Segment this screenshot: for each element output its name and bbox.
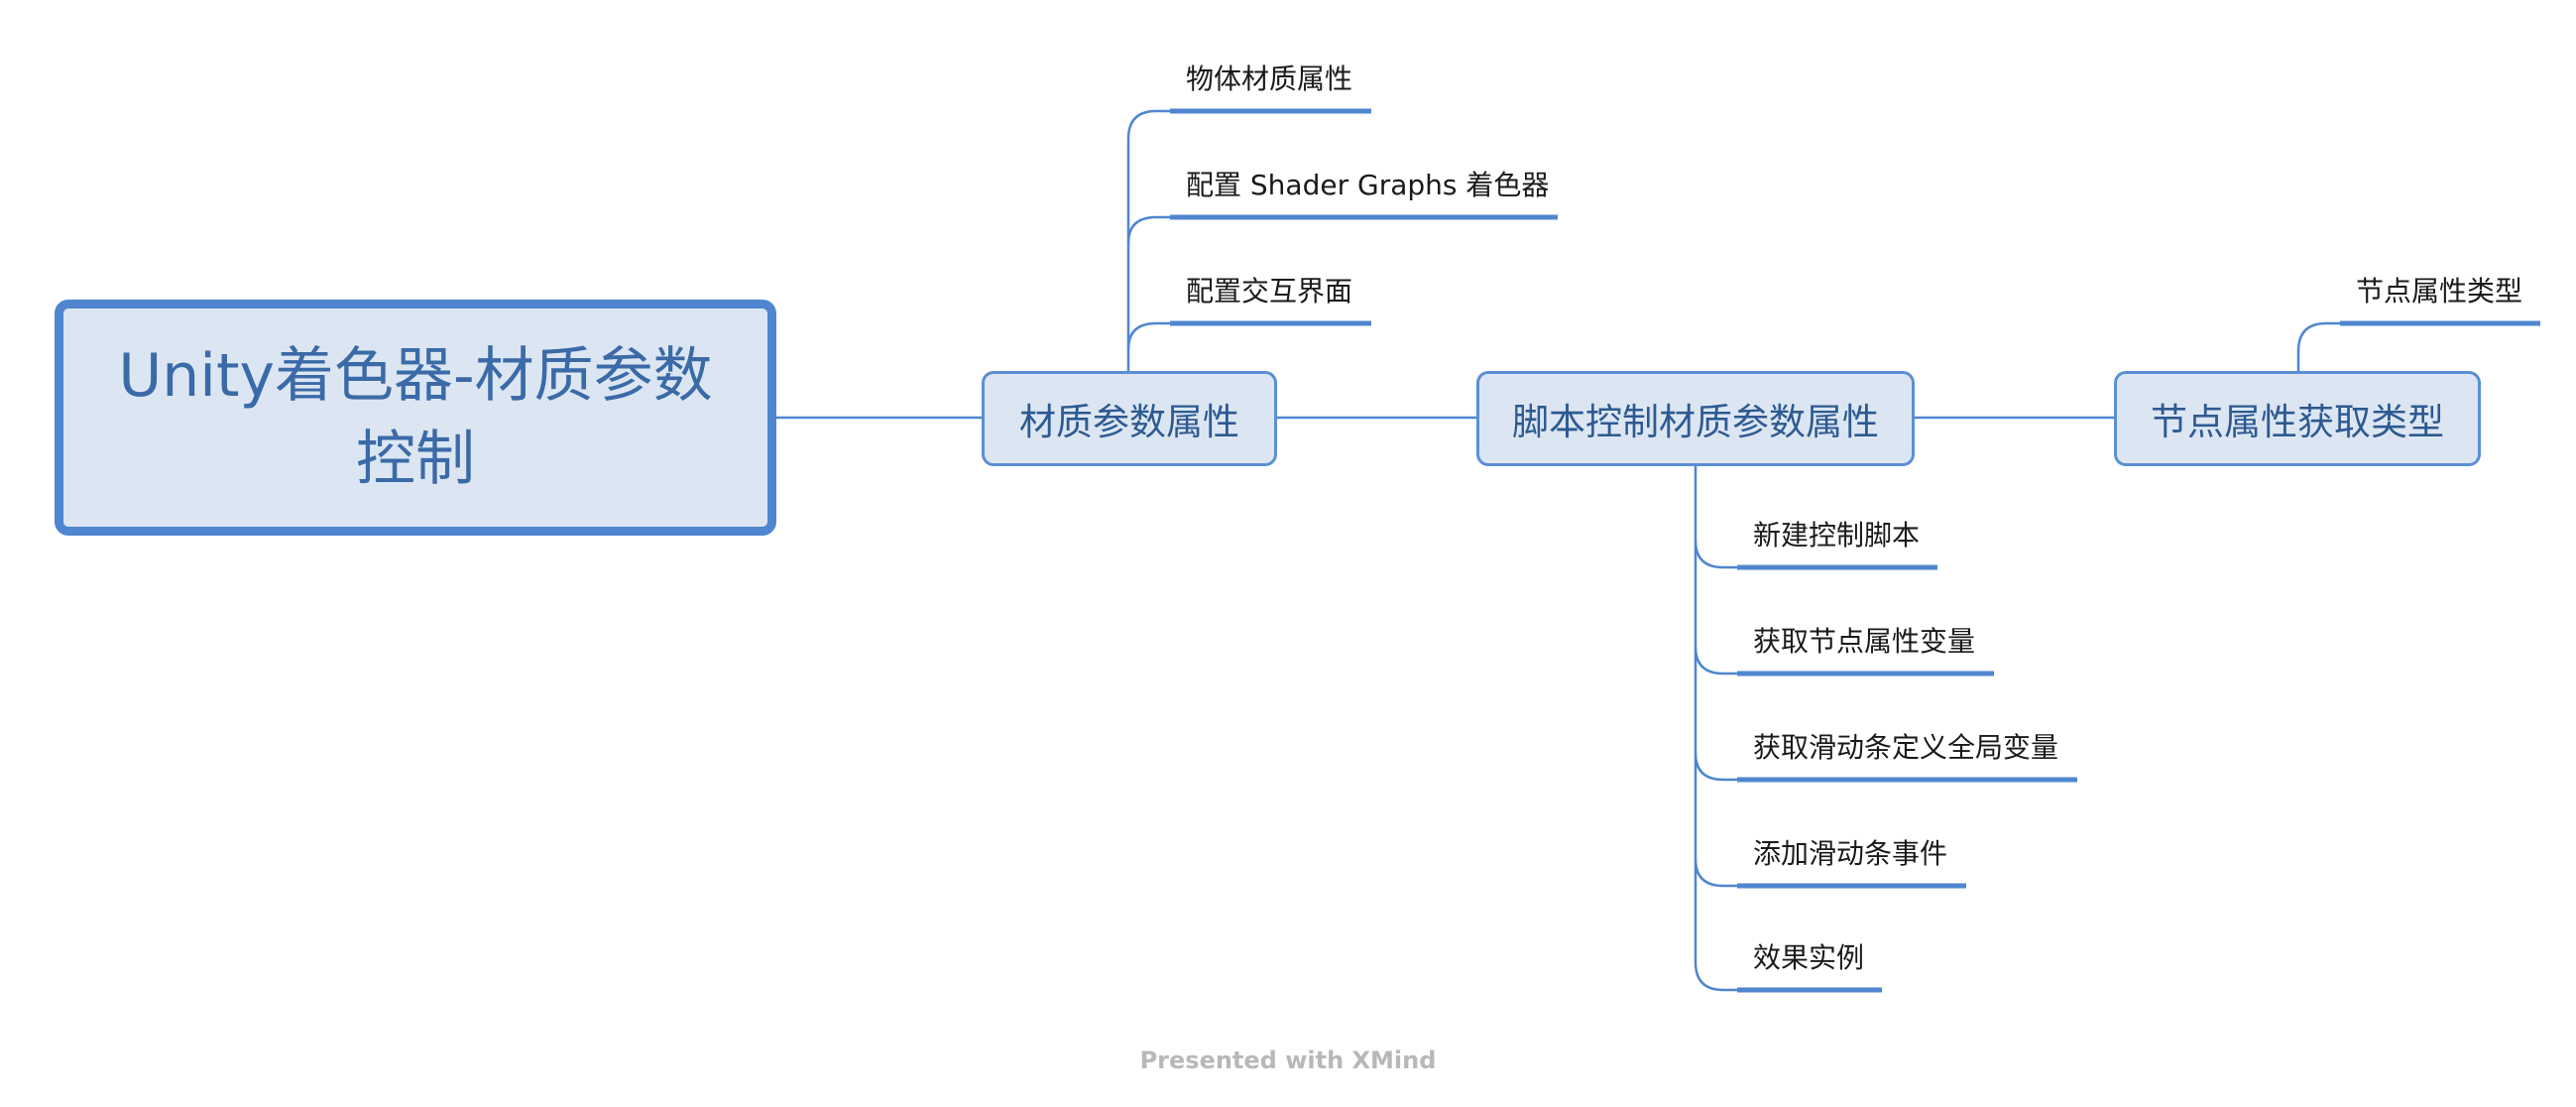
central-topic[interactable]: Unity着色器-材质参数控制 — [55, 300, 776, 536]
topic-script-control[interactable]: 脚本控制材质参数属性 — [1476, 371, 1915, 466]
topic-label: 脚本控制材质参数属性 — [1512, 401, 1879, 443]
connector-topic2-child-2 — [1694, 646, 1737, 676]
subtopic-effect-example[interactable]: 效果实例 — [1753, 941, 1865, 974]
topic-label: 材质参数属性 — [1019, 401, 1239, 443]
connector-topic1-child-2 — [1126, 215, 1170, 244]
subtopic-node-property-kind[interactable]: 节点属性类型 — [2356, 275, 2523, 308]
topic-material-params[interactable]: 材质参数属性 — [982, 371, 1277, 466]
subtopic-shader-graphs[interactable]: 配置 Shader Graphs 着色器 — [1186, 169, 1550, 201]
connector-topic2-child-1 — [1694, 540, 1737, 569]
connector-topic3-child-1 — [2296, 321, 2340, 371]
topic-label: 节点属性获取类型 — [2151, 401, 2444, 443]
connector-topic2-spine — [1694, 466, 1737, 992]
subtopic-slider-global-variable[interactable]: 获取滑动条定义全局变量 — [1753, 731, 2059, 764]
connector-topic1-child-1 — [1126, 109, 1170, 371]
central-topic-label: Unity着色器-材质参数控制 — [118, 341, 713, 494]
subtopic-object-material[interactable]: 物体材质属性 — [1186, 62, 1353, 95]
connector-topic1-child-3 — [1126, 321, 1170, 350]
topic-node-property-type[interactable]: 节点属性获取类型 — [2114, 371, 2481, 466]
connector-topic2-child-4 — [1694, 858, 1737, 888]
footer-watermark: Presented with XMind — [1139, 1046, 1437, 1074]
subtopic-interaction-ui[interactable]: 配置交互界面 — [1186, 275, 1353, 308]
subtopic-slider-event[interactable]: 添加滑动条事件 — [1753, 837, 1948, 870]
subtopic-get-node-variable[interactable]: 获取节点属性变量 — [1753, 625, 1976, 658]
subtopic-new-script[interactable]: 新建控制脚本 — [1753, 519, 1921, 552]
connector-topic2-child-3 — [1694, 752, 1737, 782]
